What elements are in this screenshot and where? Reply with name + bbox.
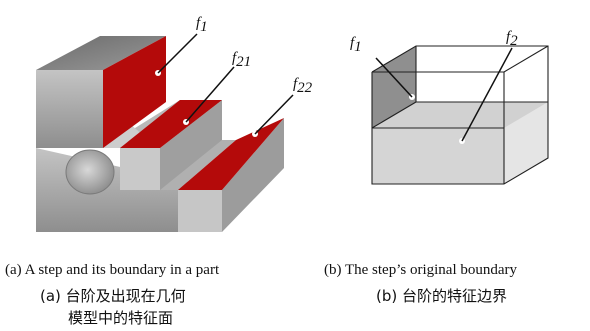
feature-face-f1 — [103, 36, 166, 148]
through-hole — [65, 149, 115, 195]
step-1-front — [120, 148, 160, 190]
slot-2-floor — [160, 140, 236, 190]
part-left-front-face — [36, 70, 103, 148]
label-f2: f2 — [506, 29, 518, 49]
label-f1-a: f1 — [196, 15, 208, 35]
caption-a-zh-line1: (a) 台阶及出现在几何 — [40, 287, 186, 305]
leader-b-f2 — [461, 47, 513, 142]
leader-f21 — [185, 66, 235, 123]
caption-a-zh-line2: 模型中的特征面 — [68, 309, 174, 327]
feature-face-f21 — [120, 100, 222, 148]
caption-a-en: (a) A step and its boundary in a part — [5, 262, 220, 278]
part-drawing — [36, 33, 294, 232]
leader-b-f1 — [375, 57, 413, 98]
step-2-front — [178, 190, 222, 232]
leader-f22 — [254, 94, 294, 135]
leader-f1 — [157, 33, 198, 74]
label-f22: f22 — [293, 76, 313, 96]
part-right-side-face — [222, 118, 284, 232]
caption-b-zh: (b) 台阶的特征边界 — [376, 287, 507, 305]
step-1-side — [160, 100, 222, 190]
label-f21: f21 — [232, 50, 251, 70]
caption-b-en: (b) The step’s original boundary — [324, 262, 518, 278]
feature-face-f22 — [178, 118, 284, 190]
label-f1-b: f1 — [350, 35, 362, 55]
boundary-box — [371, 45, 549, 185]
part-top-face — [36, 36, 166, 70]
